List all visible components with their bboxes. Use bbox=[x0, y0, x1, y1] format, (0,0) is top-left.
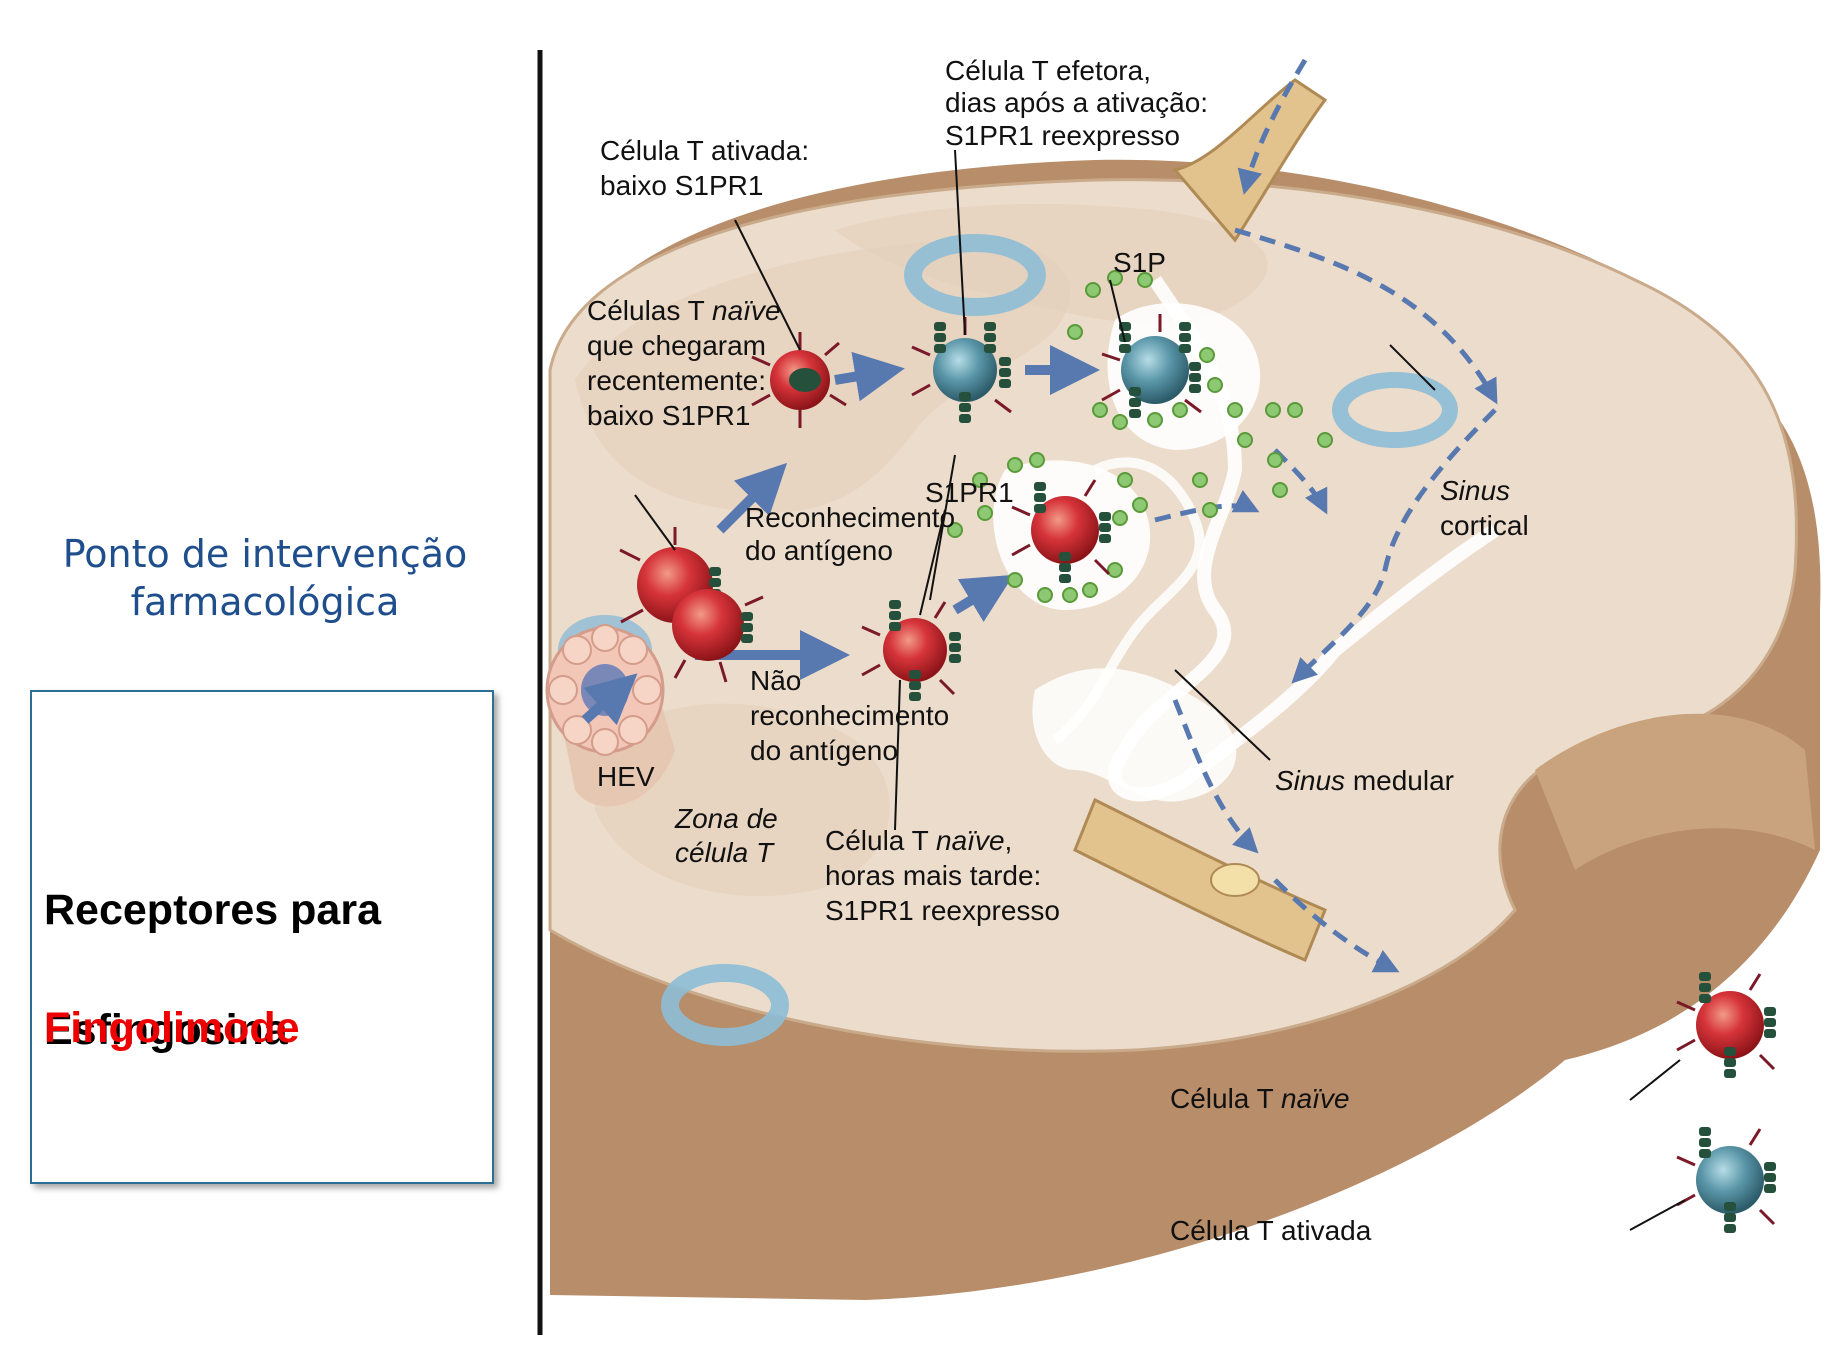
valve bbox=[1210, 863, 1260, 897]
label-s1p: S1P bbox=[1113, 247, 1166, 278]
arrow-recognition bbox=[716, 462, 788, 534]
label-activated-line1: Célula T ativada: bbox=[600, 135, 809, 166]
naive-t-cell-in-sinus bbox=[1011, 479, 1111, 583]
label-zone-line2: célula T bbox=[675, 837, 775, 868]
drug-name: Fingolimode bbox=[44, 1004, 300, 1052]
label-naive-later-line3: S1PR1 reexpresso bbox=[825, 895, 1060, 926]
activated-t-cell-low-s1pr1 bbox=[751, 332, 847, 428]
receptor-label: Receptores para Esfingosina bbox=[44, 820, 381, 1120]
label-naive-later-line1: Célula T naïve, bbox=[825, 825, 1012, 856]
lymph-flow-arrow-6 bbox=[1172, 699, 1259, 854]
arrow-hev-entry bbox=[581, 673, 638, 726]
label-nonrecognition-line2: reconhecimento bbox=[750, 700, 949, 731]
intervention-title-line1: Ponto de intervenção bbox=[62, 532, 468, 576]
legend-activated-cell bbox=[1676, 1127, 1776, 1233]
naive-cell-entering-2 bbox=[672, 589, 764, 683]
follicle-1 bbox=[904, 234, 1046, 316]
intervention-title: Ponto de intervenção farmacológica bbox=[30, 530, 500, 626]
legend-naive-label: Célula T naïve bbox=[1170, 1083, 1350, 1114]
label-s1pr1: S1PR1 bbox=[925, 477, 1014, 508]
effector-t-cell-exiting bbox=[1101, 314, 1202, 418]
lymph-flow-arrow-2 bbox=[1234, 227, 1498, 405]
follicle-3 bbox=[661, 964, 789, 1046]
label-naive-arrived-line2: que chegaram bbox=[587, 330, 766, 361]
lymph-flow-arrow-7 bbox=[1273, 878, 1400, 973]
label-naive-arrived-line3: recentemente: bbox=[587, 365, 766, 396]
afferent-lymphatic bbox=[1172, 78, 1328, 243]
label-hev: HEV bbox=[597, 761, 655, 792]
follicle-2 bbox=[1332, 372, 1458, 448]
drug-info-box: Receptores para Esfingosina Fingolimode bbox=[30, 690, 494, 1184]
leader-lines bbox=[634, 149, 1686, 1231]
medullary-sinus-region bbox=[1032, 668, 1237, 802]
label-effector-line3: S1PR1 reexpresso bbox=[945, 120, 1180, 151]
effector-t-cell-center bbox=[911, 317, 1012, 423]
label-recognition-line2: do antígeno bbox=[745, 535, 893, 566]
label-sinus-medular: Sinus medular bbox=[1275, 765, 1454, 796]
label-activated-line2: baixo S1PR1 bbox=[600, 170, 763, 201]
s1p-dots bbox=[947, 270, 1333, 603]
intervention-title-line2: farmacológica bbox=[130, 580, 400, 624]
label-recognition-line1: Reconhecimento bbox=[745, 502, 955, 533]
lymph-flow-arrow-1 bbox=[1237, 58, 1308, 195]
receptor-label-line1: Receptores para bbox=[44, 886, 381, 934]
label-sinus-cortical-line1: Sinus bbox=[1440, 475, 1510, 506]
legend-activated-label: Célula T ativada bbox=[1170, 1215, 1372, 1246]
label-nonrecognition-line3: do antígeno bbox=[750, 735, 898, 766]
label-naive-arrived-line1: Células T naïve bbox=[587, 295, 781, 326]
label-effector-line2: dias após a ativação: bbox=[945, 87, 1208, 118]
label-naive-later-line2: horas mais tarde: bbox=[825, 860, 1041, 891]
efferent-lymphatic bbox=[1073, 797, 1327, 962]
label-naive-arrived-line4: baixo S1PR1 bbox=[587, 400, 750, 431]
arrow-naive-exit bbox=[952, 574, 1014, 623]
receptor-label-line2: Esfingosina bbox=[44, 1006, 288, 1054]
hilum-cut bbox=[1535, 713, 1815, 870]
label-sinus-cortical-line2: cortical bbox=[1440, 510, 1529, 541]
lymph-flow-arrow-3 bbox=[1291, 408, 1497, 684]
label-nonrecognition-line1: Não bbox=[750, 665, 801, 696]
lymph-node-diagram: Célula T efetora, dias após a ativação: … bbox=[537, 50, 1821, 1335]
legend-naive-cell bbox=[1676, 972, 1776, 1078]
arrow-activation bbox=[834, 351, 905, 402]
label-zone-line1: Zona de bbox=[674, 803, 778, 834]
label-effector-line1: Célula T efetora, bbox=[945, 55, 1151, 86]
naive-t-cell-reexpressing bbox=[861, 600, 961, 701]
